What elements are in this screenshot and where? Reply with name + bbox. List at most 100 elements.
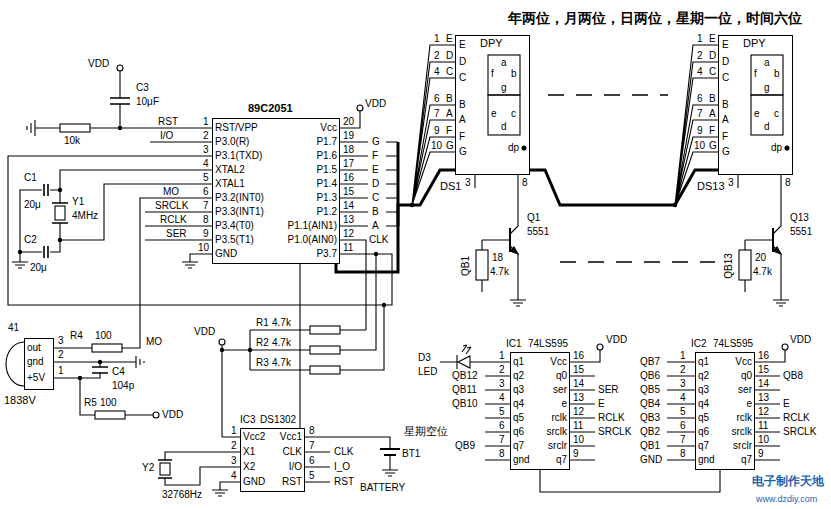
- schematic-label: 12: [573, 406, 584, 418]
- pin-label: P3.5(T1): [215, 234, 254, 246]
- schematic-label: RST: [334, 476, 354, 488]
- schematic-label: 2: [203, 130, 209, 142]
- schematic-label: 7: [680, 434, 686, 446]
- capacitor-symbol: [92, 367, 108, 373]
- pin-label: q7: [513, 440, 524, 452]
- pin-label: b: [774, 68, 780, 80]
- schematic-label: 9: [573, 448, 579, 460]
- pin-label: c: [774, 108, 779, 120]
- pin-label: RST: [282, 476, 302, 488]
- schematic-label: A: [709, 108, 716, 120]
- schematic-label: E: [446, 33, 453, 45]
- pin-label: P3.0(R): [215, 136, 249, 148]
- schematic-label: LED: [418, 366, 437, 378]
- schematic-label: RCLK: [160, 214, 187, 226]
- pin-label: q1: [513, 356, 524, 368]
- bus-wire: [530, 170, 718, 205]
- ir-receiver-module: outgnd+5V1838V: [24, 338, 54, 390]
- schematic-label: SER: [598, 384, 619, 396]
- pin-label: DPY: [743, 37, 766, 50]
- pin-label: I/O: [289, 461, 302, 473]
- part-name: 74LS595: [713, 338, 753, 350]
- rtc-chip: IC3DS1302Vcc2X1X2GNDVcc1CLKI/ORST: [240, 428, 305, 492]
- schematic-label: 8: [785, 177, 791, 189]
- schematic-label: 20: [343, 116, 354, 128]
- schematic-label: 4.7k: [272, 357, 291, 369]
- power-terminal: [357, 105, 363, 111]
- crystal-symbol: [55, 206, 65, 220]
- pin-label: P1.3: [316, 192, 337, 204]
- schematic-label: 星期空位: [404, 425, 448, 438]
- schematic-label: Y2: [142, 462, 154, 474]
- schematic-label: 14: [573, 378, 584, 390]
- schematic-label: I_O: [334, 461, 350, 473]
- signal-wire: [540, 470, 720, 492]
- schematic-label: QB1: [460, 256, 472, 276]
- decimal-point: [522, 146, 526, 150]
- schematic-label: 104p: [112, 380, 134, 392]
- junction-dot: [58, 188, 62, 192]
- schematic-label: 12: [343, 228, 354, 240]
- pin-label: P1.6: [316, 150, 337, 162]
- pin-label: P3.3(INT1): [215, 206, 264, 218]
- schematic-label: QB6: [640, 370, 660, 382]
- power-terminal: [153, 412, 159, 418]
- junction-dot: [248, 348, 252, 352]
- schematic-label: 18: [492, 252, 503, 264]
- schematic-label: D: [372, 178, 379, 190]
- pin-label: RST/VPP: [215, 122, 258, 134]
- pin-label: dp: [508, 142, 519, 154]
- schematic-label: D: [446, 50, 453, 62]
- wire: [440, 362, 510, 460]
- pin-label: D: [459, 56, 466, 68]
- schematic-label: VDD: [365, 98, 386, 110]
- schematic-label: 6: [434, 93, 440, 105]
- junction-dot: [220, 348, 224, 352]
- pin-label: XTAL2: [215, 164, 245, 176]
- pin-label: q3: [698, 384, 709, 396]
- schematic-label: 11: [343, 242, 353, 254]
- schematic-label: 10: [694, 140, 705, 152]
- schematic-label: 4: [231, 470, 237, 482]
- schematic-label: QB9: [455, 440, 475, 452]
- schematic-label: 32768Hz: [162, 489, 202, 501]
- part-name: DS13: [697, 180, 725, 193]
- schematic-label: R2: [256, 337, 269, 349]
- pin-label: G: [459, 146, 467, 158]
- part-name: 1838V: [4, 394, 36, 407]
- wire: [222, 240, 384, 437]
- schematic-label: D: [709, 50, 716, 62]
- schematic-label: RCLK: [598, 412, 625, 424]
- ir-receiver-dome: [6, 342, 24, 386]
- pin-label: X2: [243, 461, 255, 473]
- schematic-label: SRCLK: [155, 200, 188, 212]
- schematic-label: R4: [70, 330, 83, 342]
- part-name: 74LS595: [528, 338, 568, 350]
- pin-label: P1.0(AIN0): [288, 234, 337, 246]
- bus-wire: [675, 45, 738, 205]
- pin-label: q3: [513, 384, 524, 396]
- pin-label: F: [722, 131, 728, 143]
- pin-label: c: [511, 108, 516, 120]
- schematic-label: 3: [680, 378, 686, 390]
- schematic-label: 10: [198, 242, 209, 254]
- schematic-label: 15: [343, 186, 354, 198]
- schematic-label: 15: [758, 364, 769, 376]
- resistor-symbol: [310, 346, 340, 354]
- schematic-label: I/O: [160, 130, 173, 142]
- pin-label: q1: [698, 356, 709, 368]
- schematic-label: B: [446, 93, 453, 105]
- pin-label: B: [459, 99, 466, 111]
- pin-label: q5: [513, 412, 524, 424]
- pin-label: d: [764, 121, 770, 133]
- schematic-label: C: [372, 192, 379, 204]
- capacitor-symbol: [44, 98, 130, 258]
- wire: [482, 175, 526, 306]
- pin-label: E: [459, 39, 466, 51]
- part-name: 89C2051: [248, 102, 293, 115]
- schematic-label: 11: [573, 420, 583, 432]
- pin-label: q4: [698, 398, 709, 410]
- pin-label: q7: [698, 440, 709, 452]
- junction-dot: [374, 252, 378, 256]
- part-name: IC3: [240, 414, 256, 426]
